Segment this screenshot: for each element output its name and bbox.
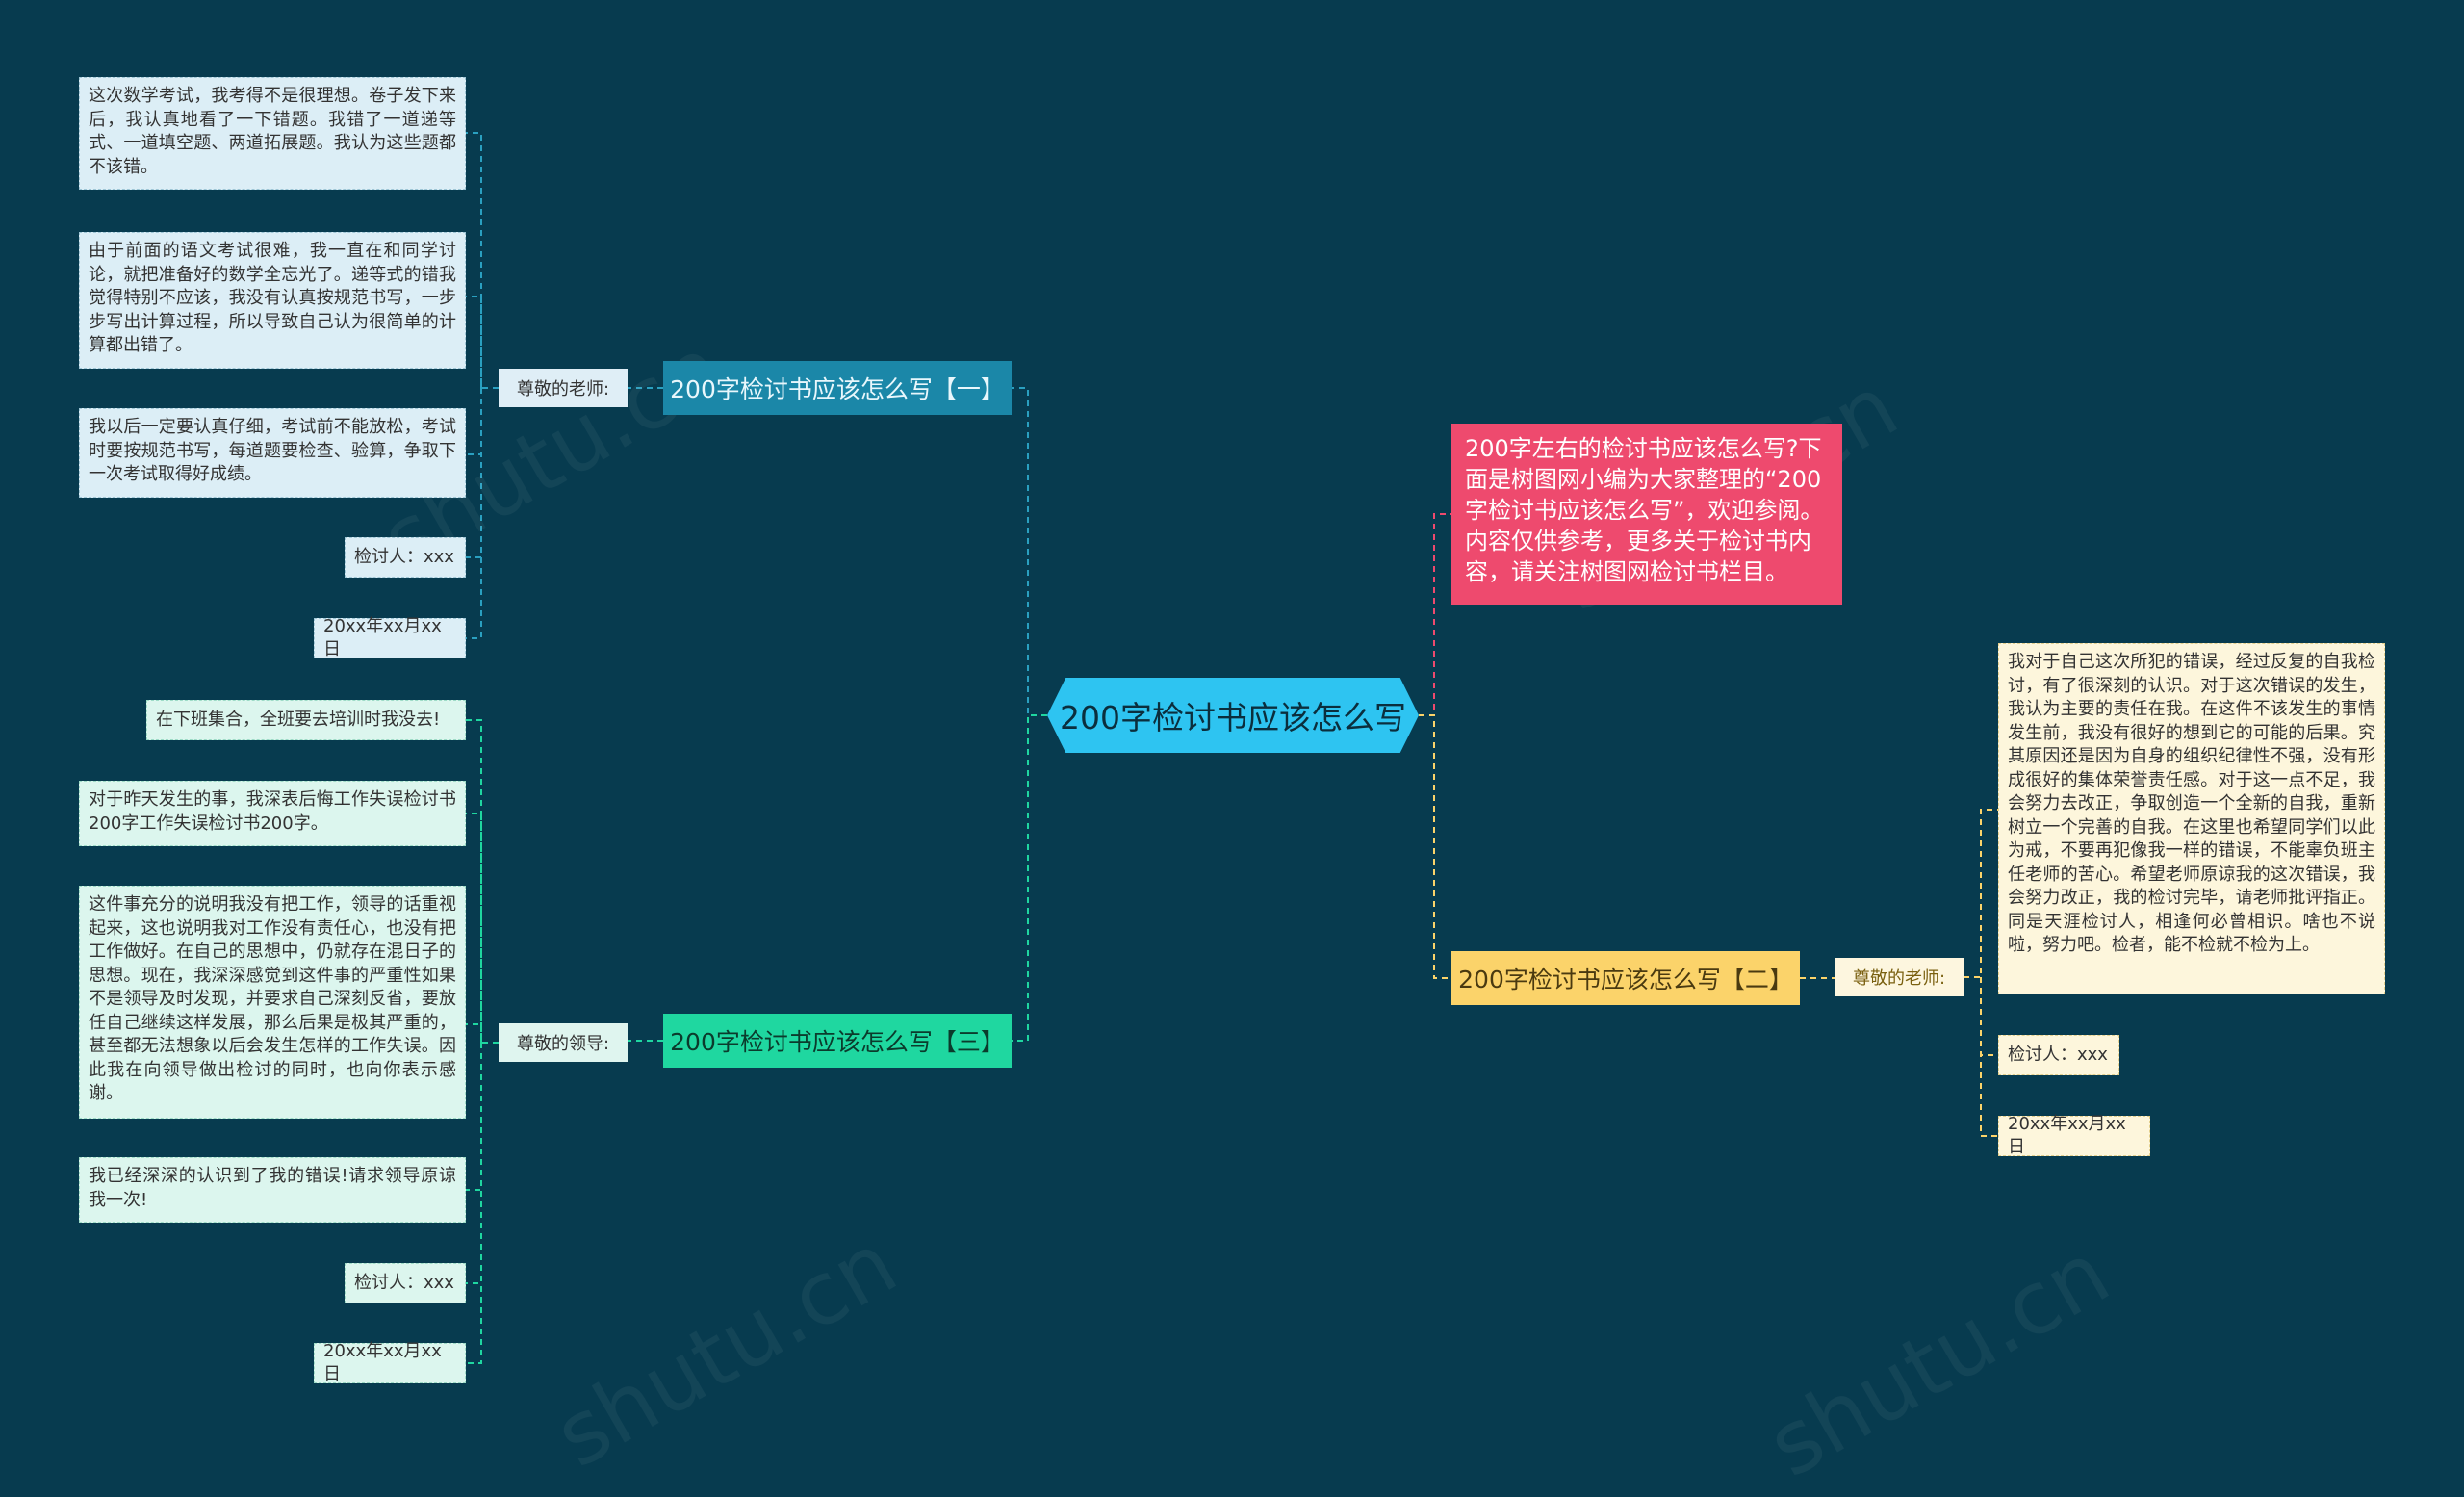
branch-2-signer[interactable]: 检讨人：xxx (1998, 1035, 2119, 1075)
branch-3-salutation[interactable]: 尊敬的领导: (499, 1023, 628, 1062)
branch-3-leaf-4[interactable]: 我已经深深的认识到了我的错误!请求领导原谅我一次! (79, 1157, 466, 1223)
branch-2-salutation[interactable]: 尊敬的老师: (1835, 958, 1964, 996)
branch-1-date[interactable]: 20xx年xx月xx日 (314, 616, 466, 659)
connector-lines (466, 132, 1998, 1364)
branch-1-leaf-3[interactable]: 我以后一定要认真仔细，考试前不能放松，考试时要按规范书写，每道题要检查、验算，争… (79, 408, 466, 498)
branch-3-leaf-1[interactable]: 在下班集合，全班要去培训时我没去! (146, 700, 466, 740)
branch-2-date[interactable]: 20xx年xx月xx日 (1998, 1114, 2150, 1157)
branch-2-leaf-1[interactable]: 我对于自己这次所犯的错误，经过反复的自我检讨，有了很深刻的认识。对于这次错误的发… (1998, 643, 2385, 994)
branch-1-salutation[interactable]: 尊敬的老师: (499, 369, 628, 407)
branch-node-1[interactable]: 200字检讨书应该怎么写【一】 (663, 361, 1012, 415)
root-node[interactable]: 200字检讨书应该怎么写 (1047, 678, 1419, 753)
branch-3-date[interactable]: 20xx年xx月xx日 (314, 1341, 466, 1384)
branch-3-leaf-2[interactable]: 对于昨天发生的事，我深表后悔工作失误检讨书200字工作失误检讨书200字。 (79, 781, 466, 846)
branch-node-2[interactable]: 200字检讨书应该怎么写【二】 (1451, 951, 1800, 1005)
branch-3-signer[interactable]: 检讨人：xxx (345, 1263, 466, 1303)
branch-3-leaf-3[interactable]: 这件事充分的说明我没有把工作，领导的话重视起来，这也说明我对工作没有责任心，也没… (79, 886, 466, 1119)
branch-1-signer[interactable]: 检讨人：xxx (345, 537, 466, 578)
branch-1-leaf-1[interactable]: 这次数学考试，我考得不是很理想。卷子发下来后，我认真地看了一下错题。我错了一道递… (79, 77, 466, 190)
branch-node-3[interactable]: 200字检讨书应该怎么写【三】 (663, 1014, 1012, 1068)
intro-node[interactable]: 200字左右的检讨书应该怎么写?下面是树图网小编为大家整理的“200字检讨书应该… (1451, 424, 1842, 605)
branch-1-leaf-2[interactable]: 由于前面的语文考试很难，我一直在和同学讨论，就把准备好的数学全忘光了。递等式的错… (79, 232, 466, 369)
